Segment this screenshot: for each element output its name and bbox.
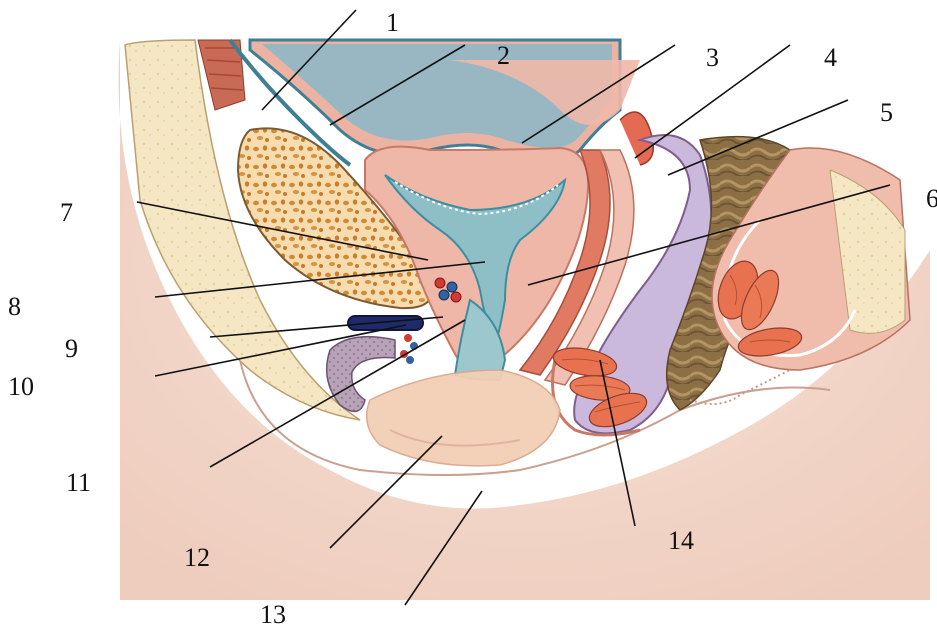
label-6: 6 <box>926 186 937 212</box>
label-8: 8 <box>8 294 21 320</box>
label-10: 10 <box>8 374 34 400</box>
dorsal-vein <box>348 316 423 330</box>
label-1: 1 <box>386 10 399 36</box>
label-3: 3 <box>706 45 719 71</box>
label-5: 5 <box>880 100 893 126</box>
label-2: 2 <box>497 43 510 69</box>
label-11: 11 <box>66 470 91 496</box>
label-13: 13 <box>260 602 286 628</box>
label-14: 14 <box>668 528 694 554</box>
labium <box>367 370 560 466</box>
label-12: 12 <box>184 545 210 571</box>
label-7: 7 <box>60 200 73 226</box>
label-4: 4 <box>824 45 837 71</box>
label-9: 9 <box>65 336 78 362</box>
